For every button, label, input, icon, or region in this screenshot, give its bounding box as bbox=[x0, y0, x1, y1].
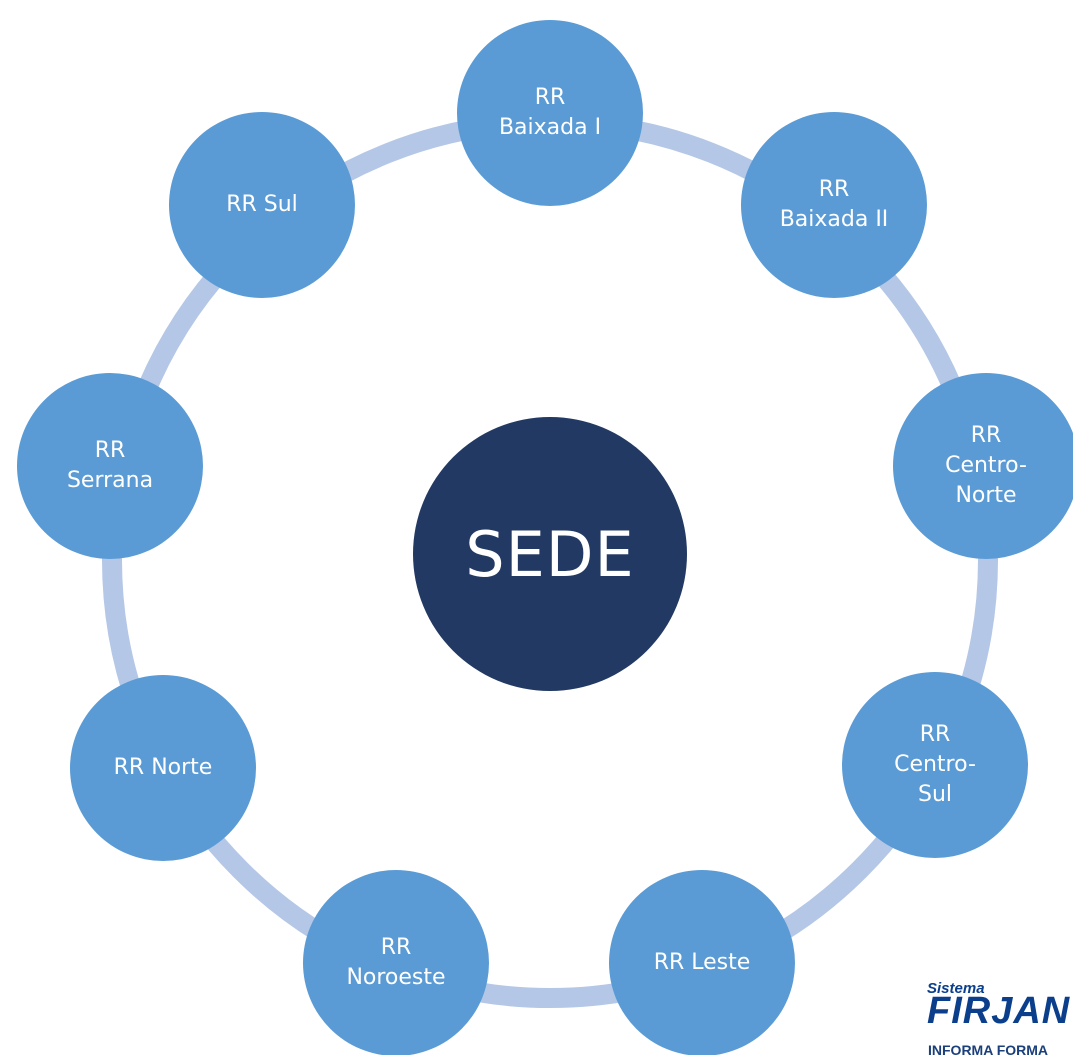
logo-tagline: INFORMA FORMA bbox=[928, 1042, 1049, 1055]
node-rr-centro-norte: RR Centro- Norte bbox=[893, 373, 1073, 559]
node-rr-serrana: RR Serrana bbox=[17, 373, 203, 559]
node-rr-norte: RR Norte bbox=[70, 675, 256, 861]
firjan-logo: Sistema FIRJAN INFORMA FORMA bbox=[927, 980, 1073, 1055]
node-rr-sul: RR Sul bbox=[169, 112, 355, 298]
logo-name: FIRJAN bbox=[927, 990, 1071, 1032]
node-label: RR Norte bbox=[113, 755, 213, 780]
node-label: RR Centro- Sul bbox=[894, 722, 976, 807]
center-node-sede: SEDE bbox=[413, 417, 687, 691]
node-label: RR Centro- Norte bbox=[945, 423, 1027, 508]
node-label: RR Sul bbox=[226, 192, 298, 217]
node-rr-baixada-2: RR Baixada II bbox=[741, 112, 927, 298]
node-label: RR Leste bbox=[653, 950, 751, 975]
node-rr-noroeste: RR Noroeste bbox=[303, 870, 489, 1055]
node-label: RR Noroeste bbox=[346, 935, 446, 990]
node-rr-baixada-1: RR Baixada I bbox=[457, 20, 643, 206]
node-label: RR Baixada II bbox=[779, 177, 889, 232]
node-label: RR Baixada I bbox=[498, 85, 602, 140]
node-rr-centro-sul: RR Centro- Sul bbox=[842, 672, 1028, 858]
node-rr-leste: RR Leste bbox=[609, 870, 795, 1055]
node-label: RR Serrana bbox=[66, 438, 154, 493]
center-label: SEDE bbox=[465, 517, 635, 591]
logo-small-text: Sistema bbox=[927, 980, 985, 997]
